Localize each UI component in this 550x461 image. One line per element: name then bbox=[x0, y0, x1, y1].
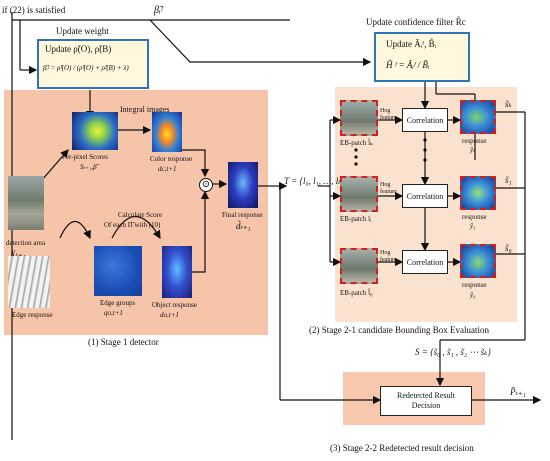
candidate-set-label: T = {l₀, l₁, …, lₖ} bbox=[284, 176, 346, 186]
decision-line1: Redetected Result bbox=[397, 391, 455, 401]
response-k-label: response bbox=[462, 137, 487, 145]
edge-groups-image bbox=[94, 246, 142, 296]
edge-groups-symbol: qo,t+1 bbox=[104, 309, 123, 317]
stage1-caption: (1) Stage 1 detector bbox=[88, 337, 159, 347]
color-response-label: Color response bbox=[150, 155, 193, 163]
object-response-symbol: do,t+1 bbox=[160, 311, 179, 319]
hog-feature-0: Hog feature bbox=[380, 250, 397, 263]
per-pixel-scores-symbol: Sₜ₊₁,β̃ bbox=[80, 163, 97, 171]
confidence-filter-formula: Ĥ ᶠ = Ãᵢᶠ / B̃ᵢ bbox=[386, 60, 430, 70]
correlation-box-i: Correlation bbox=[402, 184, 448, 208]
response-k-symbol: ŷₖ bbox=[470, 146, 476, 154]
edge-response-image bbox=[8, 256, 50, 308]
confidence-filter-caption: Update confidence filter R̃c bbox=[366, 17, 466, 27]
score-i: s̃₁ bbox=[505, 175, 512, 185]
edge-response-label: Edge response bbox=[12, 311, 53, 319]
update-weight-formula: β̃ᵢᶠ = ρ̃ᶠ(O) / (ρ̃ᶠ(O) + ρ̃ᶠ(B) + λ) bbox=[43, 64, 129, 72]
hog-feature-i: Hog feature bbox=[380, 182, 397, 195]
eb-patch-0-image bbox=[340, 248, 378, 284]
detection-area-image bbox=[8, 176, 44, 230]
per-pixel-score-image bbox=[72, 112, 118, 150]
object-response-image bbox=[162, 246, 192, 298]
final-response-label: Final response bbox=[222, 211, 263, 219]
eb-patch-k-label: EB-patch l̃ₖ bbox=[340, 139, 373, 147]
condition-text: if (22) is satisfied bbox=[2, 5, 66, 15]
response-0-symbol: ŷ₀ bbox=[470, 291, 476, 299]
stage2-1-caption: (2) Stage 2-1 candidate Bounding Box Eva… bbox=[309, 325, 489, 335]
score-0: s̃₀ bbox=[505, 243, 512, 253]
eb-patch-k-image bbox=[340, 100, 378, 136]
response-0-label: response bbox=[462, 281, 487, 289]
response-i-label: response bbox=[462, 213, 487, 221]
detection-area-label: detection area bbox=[6, 239, 46, 247]
decision-line2: Decision bbox=[411, 401, 441, 410]
final-response-symbol: d̃ₜ₊₁ bbox=[236, 221, 251, 231]
response-i-symbol: ŷ₁ bbox=[470, 222, 476, 230]
response-0-image bbox=[460, 244, 496, 278]
detection-area-symbol: Xₜ₊₁ bbox=[10, 249, 26, 259]
correlation-box-k: Correlation bbox=[402, 108, 448, 132]
beta-symbol: β̃ᵢᶠ bbox=[154, 5, 163, 16]
response-k-image bbox=[460, 100, 496, 134]
calculate-score-line1: Calculate Score bbox=[118, 211, 163, 219]
hog-feature-k: Hog feature bbox=[380, 108, 397, 121]
confidence-filter-box: Update Ãᵢᶠ, B̃ᵢ Ĥ ᶠ = Ãᵢᶠ / B̃ᵢ bbox=[374, 32, 470, 82]
correlation-box-0: Correlation bbox=[402, 250, 448, 274]
update-weight-box: Update ρ̃(O), ρ̃(B) β̃ᵢᶠ = ρ̃ᶠ(O) / (ρ̃ᶠ… bbox=[37, 39, 149, 89]
per-pixel-scores-label: Per-pixel Scores bbox=[62, 153, 108, 161]
final-response-image bbox=[228, 162, 258, 208]
update-weight-title: Update ρ̃(O), ρ̃(B) bbox=[45, 44, 112, 54]
odot-operator: ⊙ bbox=[199, 178, 213, 192]
output-symbol: P̃ₜ₊₁ bbox=[510, 387, 526, 397]
eb-patch-i-image bbox=[340, 176, 378, 212]
color-response-image bbox=[152, 112, 182, 152]
eb-patch-i-label: EB-patch lᵢ bbox=[340, 215, 372, 223]
score-k: s̃ₖ bbox=[505, 99, 512, 109]
color-response-symbol: dc,t+1 bbox=[158, 165, 177, 173]
confidence-filter-title: Update Ãᵢᶠ, B̃ᵢ bbox=[386, 39, 437, 49]
integral-images-label: Integral images bbox=[120, 105, 170, 114]
response-i-image bbox=[460, 176, 496, 210]
object-response-label: Object response bbox=[152, 301, 197, 309]
calculate-score-line2: Of each Π̃ with (10) bbox=[104, 221, 161, 229]
score-set-label: S = {s̃₀ , s̃₁ , s̃₂ ⋯ s̃ₖ} bbox=[415, 347, 491, 357]
edge-groups-label: Edge groups bbox=[100, 299, 136, 307]
stage2-2-caption: (3) Stage 2-2 Redetected result decision bbox=[330, 443, 474, 453]
eb-patch-0-label: EB-patch l̃₀ bbox=[340, 289, 373, 297]
redetected-decision-box: Redetected Result Decision bbox=[380, 386, 472, 416]
update-weight-caption: Update weight bbox=[56, 26, 109, 36]
